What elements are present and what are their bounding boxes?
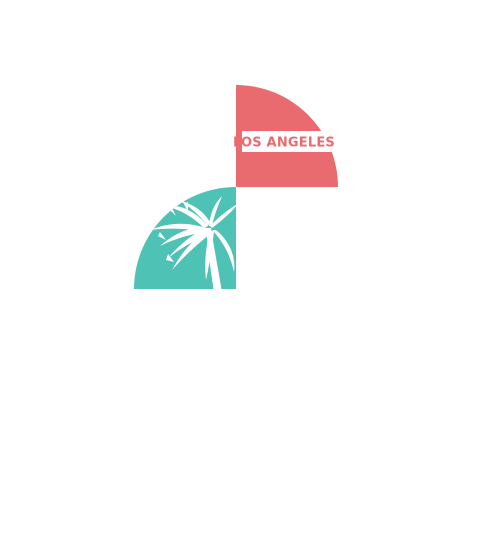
- palm-tree-icon: [150, 196, 236, 289]
- teal-quarter-circle: [134, 187, 236, 289]
- city-label-box: [242, 131, 334, 152]
- city-label: LOS ANGELES: [233, 136, 335, 151]
